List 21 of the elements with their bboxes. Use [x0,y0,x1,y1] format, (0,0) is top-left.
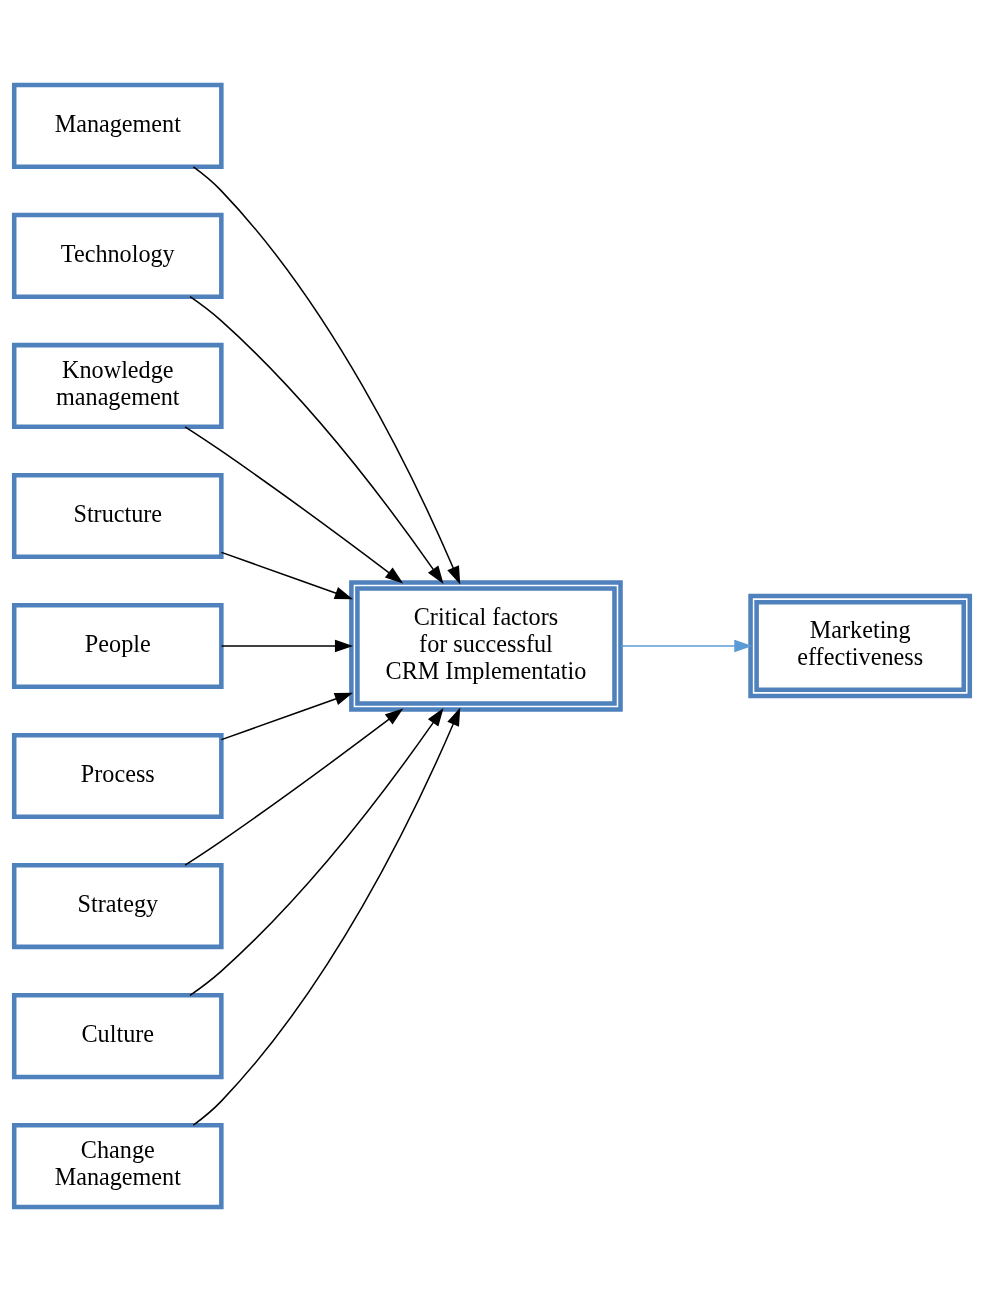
node-box: Marketing effectiveness [748,593,973,699]
arrow [189,707,444,996]
arrow [189,296,444,585]
arrow [220,639,354,653]
arrow [220,692,353,741]
arrow [184,426,404,584]
arrow [184,708,404,866]
node-box: Technology [11,212,224,299]
node-box: Critical factors for successful CRM Implementatio [349,580,623,712]
arrow [192,166,461,585]
arrow [220,551,353,600]
node-box: Strategy [11,862,224,950]
node-box: Knowledge management [11,342,224,430]
node-box: Process [11,732,224,820]
node-box: Management [11,82,224,169]
node-box: Structure [11,472,224,560]
arrow [620,639,753,653]
node-box: Change Management [11,1123,224,1210]
arrow [192,707,461,1126]
node-box: Culture [11,993,224,1080]
node-box: People [11,602,224,690]
